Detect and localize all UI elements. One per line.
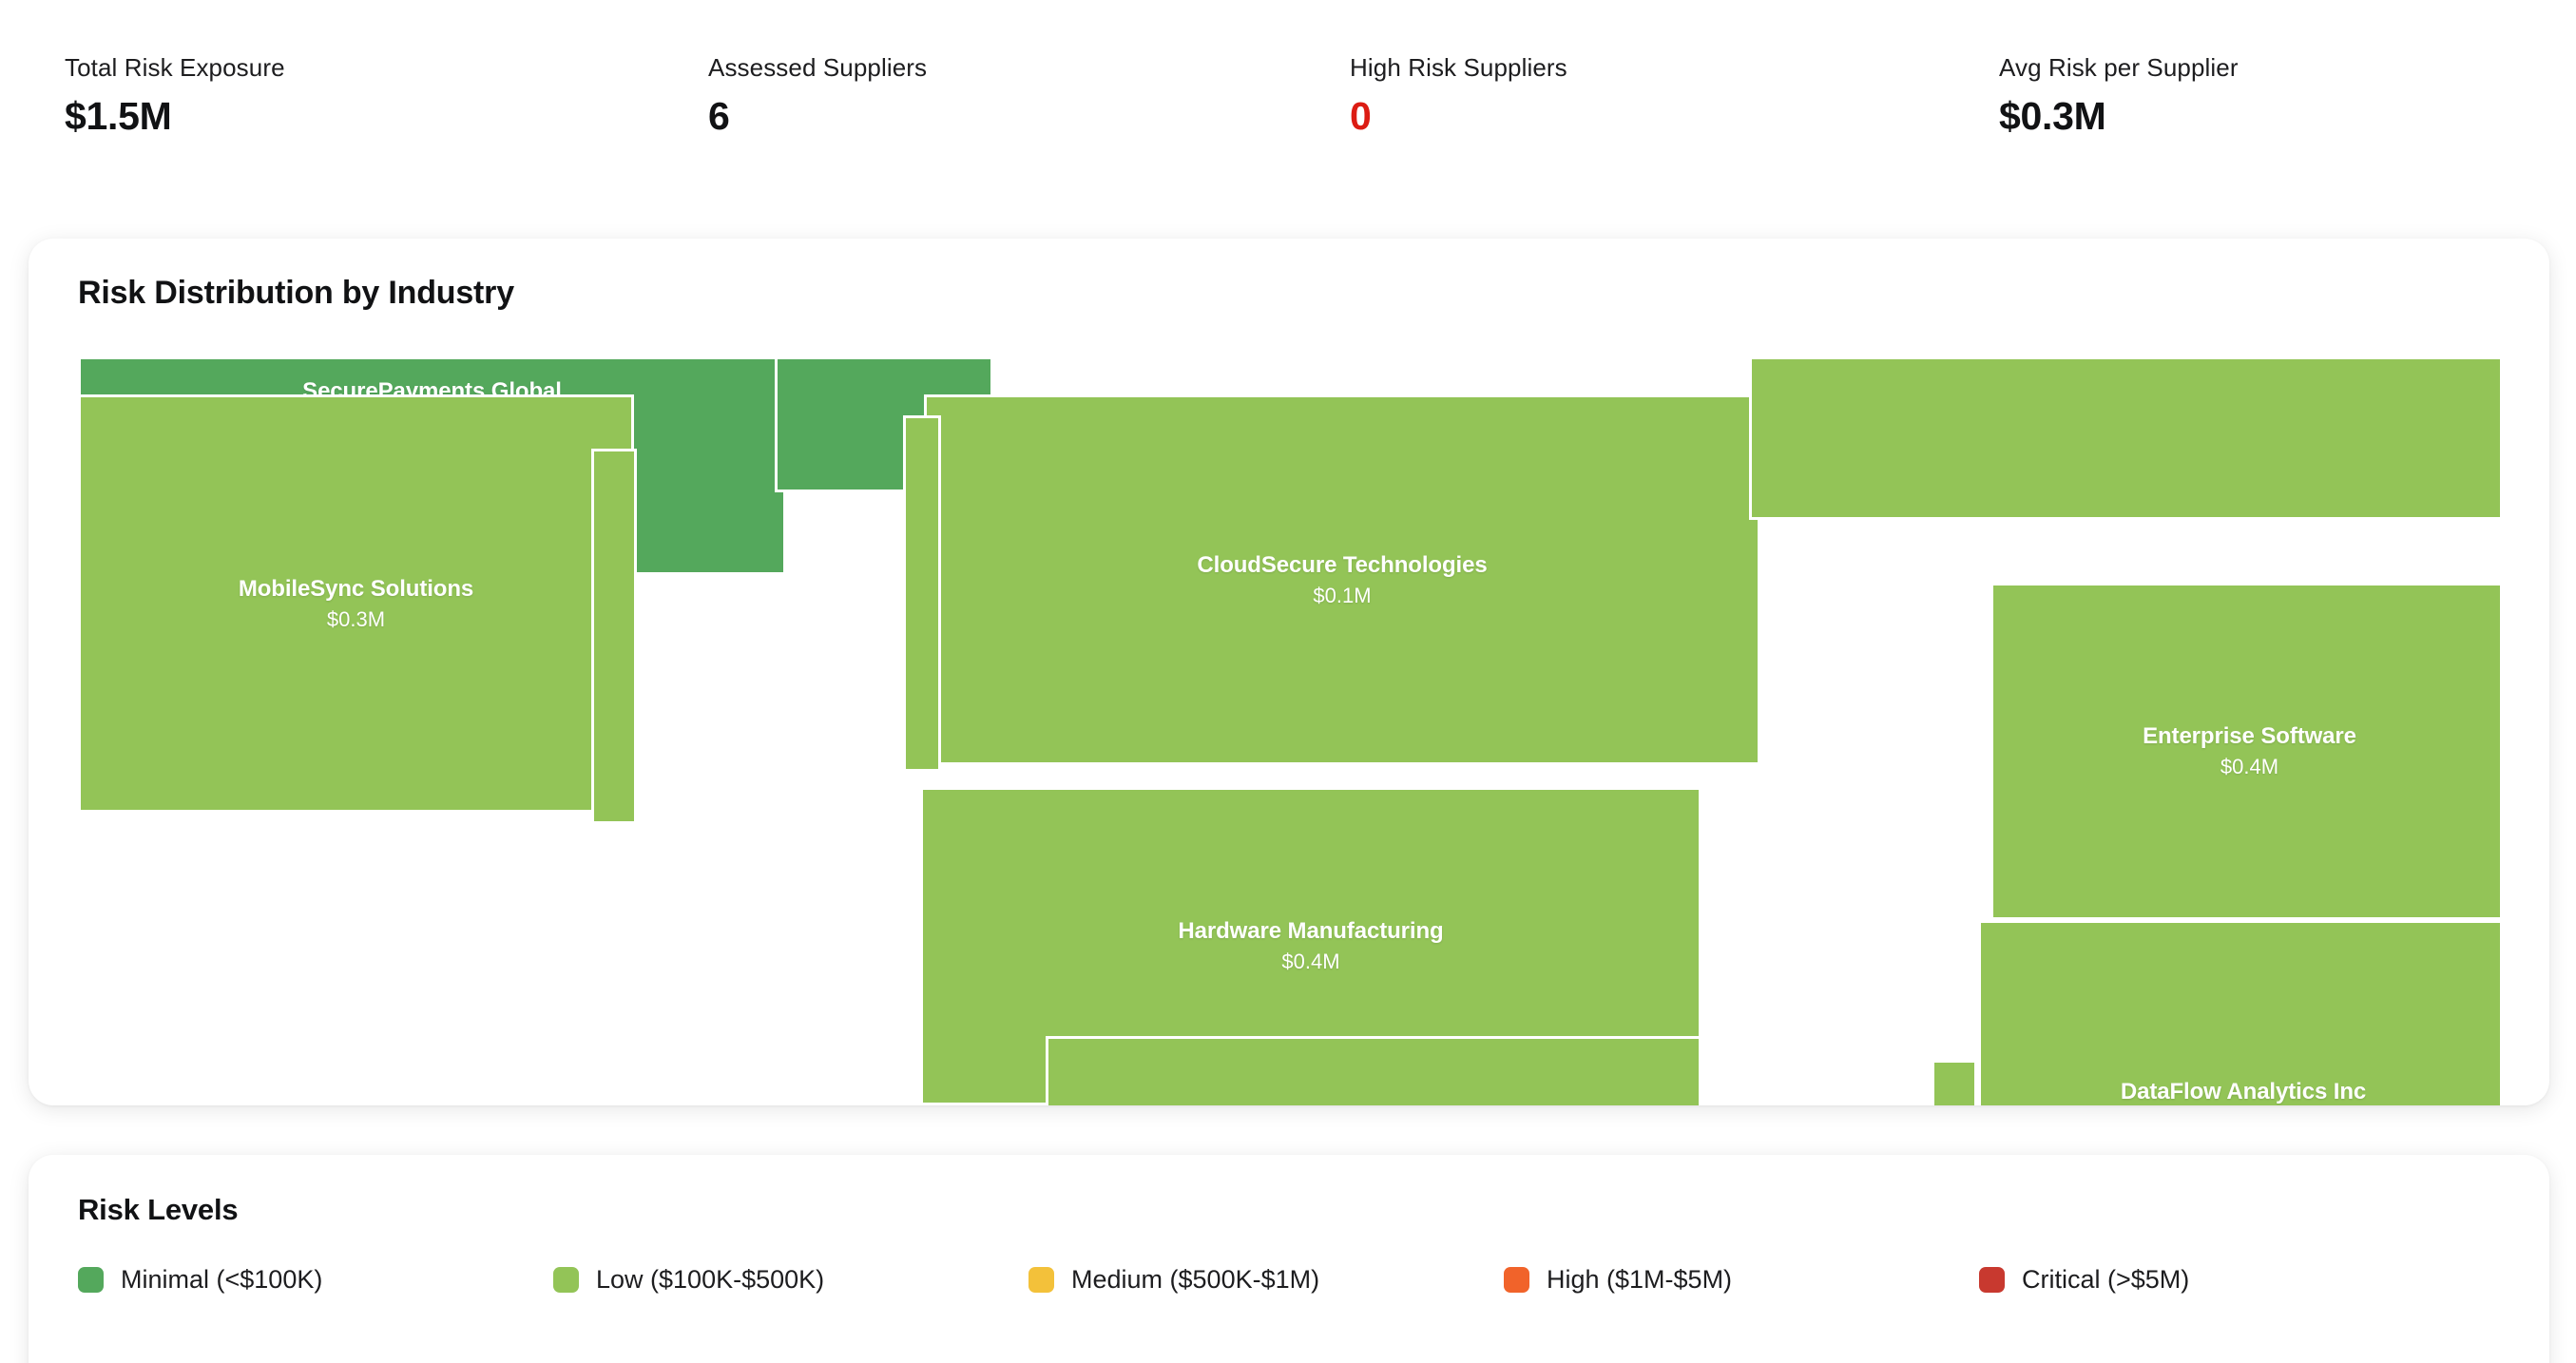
legend-item[interactable]: High ($1M-$5M) xyxy=(1504,1265,1979,1295)
treemap-node-value: $0.4M xyxy=(1281,950,1340,973)
treemap-node[interactable] xyxy=(591,449,637,824)
kpi-card: High Risk Suppliers 0 xyxy=(1350,53,1567,138)
kpi-value: $0.3M xyxy=(1999,94,2106,138)
treemap-node[interactable] xyxy=(1932,1060,1977,1105)
kpi-value: 0 xyxy=(1350,94,1372,138)
legend-list: Minimal (<$100K) Low ($100K-$500K) Medium … xyxy=(78,1265,2454,1295)
treemap-node-label: MobileSync Solutions xyxy=(238,575,474,602)
risk-levels-card: Risk Levels Minimal (<$100K) Low ($100K-$… xyxy=(29,1155,2549,1363)
legend-item[interactable]: Medium ($500K-$1M) xyxy=(1028,1265,1504,1295)
treemap-node-label: Enterprise Software xyxy=(2143,723,2356,749)
treemap-node-value: $0.4M xyxy=(2220,755,2279,778)
legend-item-label: Critical (>$5M) xyxy=(2022,1265,2190,1294)
legend-color-swatch-icon xyxy=(1504,1267,1529,1293)
kpi-label: Total Risk Exposure xyxy=(65,53,285,82)
treemap-node[interactable]: Enterprise Software $0.4M xyxy=(1990,583,2500,920)
kpi-label: Avg Risk per Supplier xyxy=(1999,53,2239,82)
treemap-node-value: $0.1M xyxy=(1313,583,1372,607)
treemap-node[interactable] xyxy=(1046,1036,1701,1105)
treemap-node[interactable] xyxy=(903,415,941,772)
legend-item-label: Medium ($500K-$1M) xyxy=(1071,1265,1320,1294)
kpi-summary-row: Total Risk Exposure $1.5M Assessed Supplie… xyxy=(0,0,2576,198)
legend-item-label: Minimal (<$100K) xyxy=(121,1265,323,1294)
treemap-node-label: CloudSecure Technologies xyxy=(1197,551,1488,578)
risk-distribution-card: Risk Distribution by Industry SecurePaym… xyxy=(29,239,2549,1105)
kpi-value: $1.5M xyxy=(65,94,172,138)
kpi-card: Avg Risk per Supplier $0.3M xyxy=(1999,53,2239,138)
treemap-node-label: Hardware Manufacturing xyxy=(1178,918,1444,944)
legend-item-label: High ($1M-$5M) xyxy=(1547,1265,1733,1294)
page-title: Risk Distribution by Industry xyxy=(78,275,514,311)
kpi-card: Assessed Suppliers 6 xyxy=(708,53,927,138)
treemap-node-value: $0.3M xyxy=(326,606,386,631)
treemap-node-label: DataFlow Analytics Inc xyxy=(2120,1079,2367,1104)
kpi-value: 6 xyxy=(708,94,730,138)
legend-item[interactable]: Minimal (<$100K) xyxy=(78,1265,553,1295)
legend-item[interactable]: Critical (>$5M) xyxy=(1979,1265,2454,1295)
treemap-node[interactable] xyxy=(1749,356,2500,520)
legend-title: Risk Levels xyxy=(78,1193,239,1226)
legend-color-swatch-icon xyxy=(1979,1267,2005,1293)
legend-color-swatch-icon xyxy=(553,1267,579,1293)
kpi-label: High Risk Suppliers xyxy=(1350,53,1567,82)
kpi-card: Total Risk Exposure $1.5M xyxy=(65,53,285,138)
treemap-node[interactable]: CloudSecure Technologies $0.1M xyxy=(924,394,1760,765)
treemap-node[interactable]: DataFlow Analytics Inc xyxy=(1978,920,2500,1105)
treemap-node[interactable]: MobileSync Solutions $0.3M xyxy=(78,394,634,813)
legend-item-label: Low ($100K-$500K) xyxy=(596,1265,825,1294)
legend-color-swatch-icon xyxy=(78,1267,104,1293)
kpi-label: Assessed Suppliers xyxy=(708,53,928,82)
legend-item[interactable]: Low ($100K-$500K) xyxy=(553,1265,1028,1295)
legend-color-swatch-icon xyxy=(1028,1267,1054,1293)
